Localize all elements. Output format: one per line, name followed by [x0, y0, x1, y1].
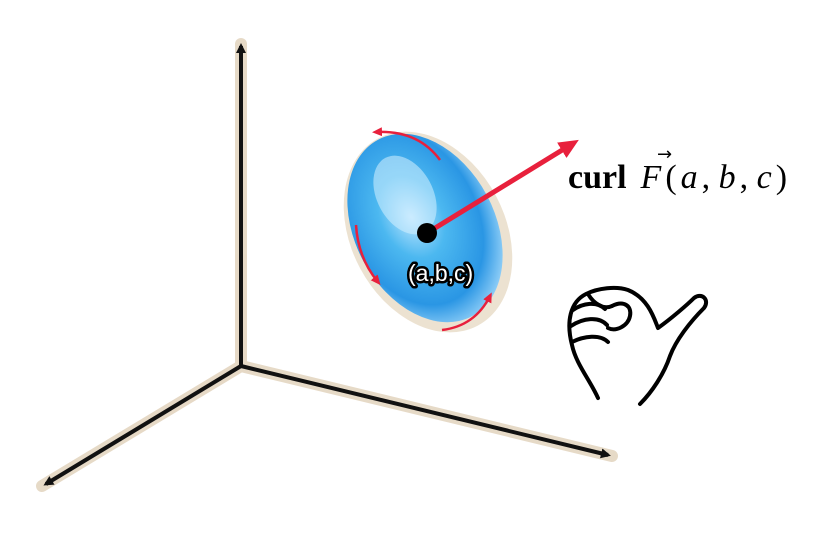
args-close: ) [776, 159, 787, 196]
circulation-arrow-left [354, 224, 381, 286]
disk-highlight [373, 155, 437, 235]
curl-label: curl F ( a , b , c ) → [568, 144, 787, 196]
point-marker [417, 223, 437, 243]
arg-c: c [757, 159, 772, 196]
sep-1: , [702, 159, 719, 196]
x-axis [43, 364, 243, 486]
circulation-arrows [354, 127, 492, 332]
right-hand-thumb-icon [567, 285, 709, 406]
circulation-arrow-bottom [441, 292, 492, 332]
circulation-arrow-top [372, 127, 442, 161]
point-label: (a,b,c) [408, 260, 473, 286]
curl-operator: curl [568, 159, 627, 196]
svg-text:curl F ( a: curl F ( a , b , c ) [568, 159, 787, 196]
y-axis [240, 364, 611, 459]
coordinate-axes [36, 38, 618, 492]
args-open: ( [665, 159, 676, 196]
arg-a: a [681, 159, 698, 196]
curl-vector [425, 139, 579, 236]
field-symbol: F [640, 159, 663, 196]
axis-shadow [36, 38, 618, 492]
sep-2: , [740, 159, 757, 196]
arg-b: b [719, 159, 736, 196]
vector-arrow-accent: → [657, 144, 672, 165]
